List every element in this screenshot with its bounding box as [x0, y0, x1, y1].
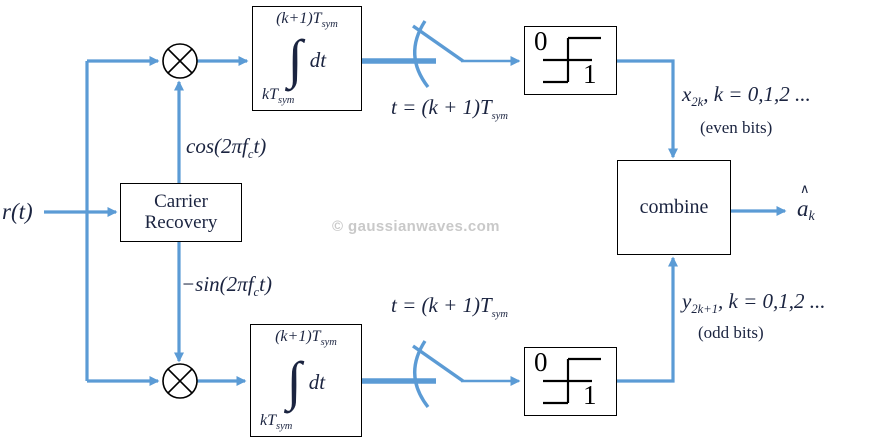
lower-sub: sym — [278, 95, 295, 107]
cos-post: t) — [253, 134, 267, 158]
samp-pre: t = (k + 1) — [391, 95, 480, 119]
combine-label: combine — [639, 196, 709, 218]
multiplier-bottom-icon — [162, 363, 198, 399]
samp-pre: t = (k + 1) — [391, 293, 480, 317]
integral-sign: ∫ — [286, 350, 302, 411]
samp-sub: sym — [491, 111, 509, 123]
integrator-upper-limit: (k+1)Tsym — [275, 329, 337, 349]
sin-carrier-label: −sin(2πfct) — [181, 272, 272, 300]
cos-base: f — [242, 134, 248, 158]
threshold-zero-label: 0 — [534, 26, 548, 56]
step-function-top-icon — [543, 36, 601, 84]
integrator-body: ∫ dt — [287, 28, 327, 89]
cos-carrier-label: cos(2πfct) — [186, 134, 267, 162]
upper-pre: (k+1) — [276, 10, 313, 27]
carrier-recovery-label-line2: Recovery — [144, 211, 218, 233]
odd-bits-note: (odd bits) — [698, 323, 764, 342]
odd-bits-to-combine-arrow — [617, 256, 678, 383]
upper-base: T — [311, 328, 321, 345]
upper-base: T — [312, 10, 322, 27]
lower-pre: k — [262, 86, 270, 104]
samp-base: T — [479, 95, 492, 119]
upper-sub: sym — [321, 19, 338, 31]
integrator-body: ∫ dt — [286, 350, 326, 411]
output-base: a — [797, 196, 809, 221]
even-bits-signal-label: x2k, k = 0,1,2 ... — [682, 82, 811, 110]
output-symbol-label: ∧ak — [797, 182, 815, 225]
even-base: x — [682, 82, 692, 106]
integrator-lower-limit: kTsym — [262, 87, 294, 107]
step-function-bottom-icon — [543, 357, 601, 405]
sin-base: f — [247, 272, 254, 296]
lower-sub: sym — [276, 421, 293, 433]
threshold-one-label: 1 — [583, 59, 597, 89]
threshold-zero-label: 0 — [534, 347, 548, 377]
hat-accent: ∧ — [800, 182, 810, 197]
upper-sub: sym — [320, 337, 337, 349]
sin-sub: c — [253, 285, 260, 300]
odd-sub: 2k+1 — [691, 302, 719, 317]
cos-sub: c — [247, 147, 254, 162]
cos-pre: cos(2π — [186, 134, 243, 158]
even-rest: , k = 0,1,2 ... — [703, 82, 811, 106]
samp-sub: sym — [491, 309, 509, 321]
carrier-recovery-block: Carrier Recovery — [120, 183, 242, 242]
lower-base: T — [267, 412, 277, 430]
integrator-block-top: (k+1)Tsym ∫ dt kTsym — [252, 6, 362, 111]
output-sub: k — [808, 209, 815, 225]
odd-rest: , k = 0,1,2 ... — [718, 289, 826, 313]
input-signal-label: r(t) — [2, 199, 33, 224]
integrand: dt — [308, 370, 326, 395]
odd-base: y — [682, 289, 692, 313]
even-bits-note: (even bits) — [700, 118, 773, 137]
signal-lines — [44, 20, 787, 409]
multiplier-top-icon — [162, 43, 198, 79]
integral-sign: ∫ — [287, 28, 303, 89]
integrator-upper-limit: (k+1)Tsym — [276, 11, 338, 31]
upper-pre: (k+1) — [275, 328, 312, 345]
threshold-one-label: 1 — [583, 380, 597, 410]
sampling-instant-label-bottom: t = (k + 1)Tsym — [391, 293, 509, 321]
carrier-recovery-label-line1: Carrier — [154, 191, 208, 212]
sampler-switch-bottom-icon — [412, 340, 464, 409]
lower-base: T — [269, 86, 279, 104]
sin-post: t) — [259, 272, 272, 296]
lower-pre: k — [260, 412, 268, 430]
samp-base: T — [479, 293, 492, 317]
sin-pre: −sin(2π — [181, 272, 248, 296]
even-bits-to-combine-arrow — [617, 59, 678, 159]
combine-block: combine — [617, 160, 731, 255]
threshold-detector-top — [524, 26, 617, 95]
integrand: dt — [309, 48, 327, 73]
threshold-detector-bottom — [524, 347, 617, 416]
integrator-block-bottom: (k+1)Tsym ∫ dt kTsym — [250, 324, 362, 437]
even-sub: 2k — [691, 95, 704, 110]
sampling-instant-label-top: t = (k + 1)Tsym — [391, 95, 509, 123]
integrator-lower-limit: kTsym — [260, 413, 292, 433]
odd-bits-signal-label: y2k+1, k = 0,1,2 ... — [682, 289, 826, 317]
sampler-switch-top-icon — [412, 20, 464, 89]
watermark: © gaussianwaves.com — [332, 218, 500, 235]
